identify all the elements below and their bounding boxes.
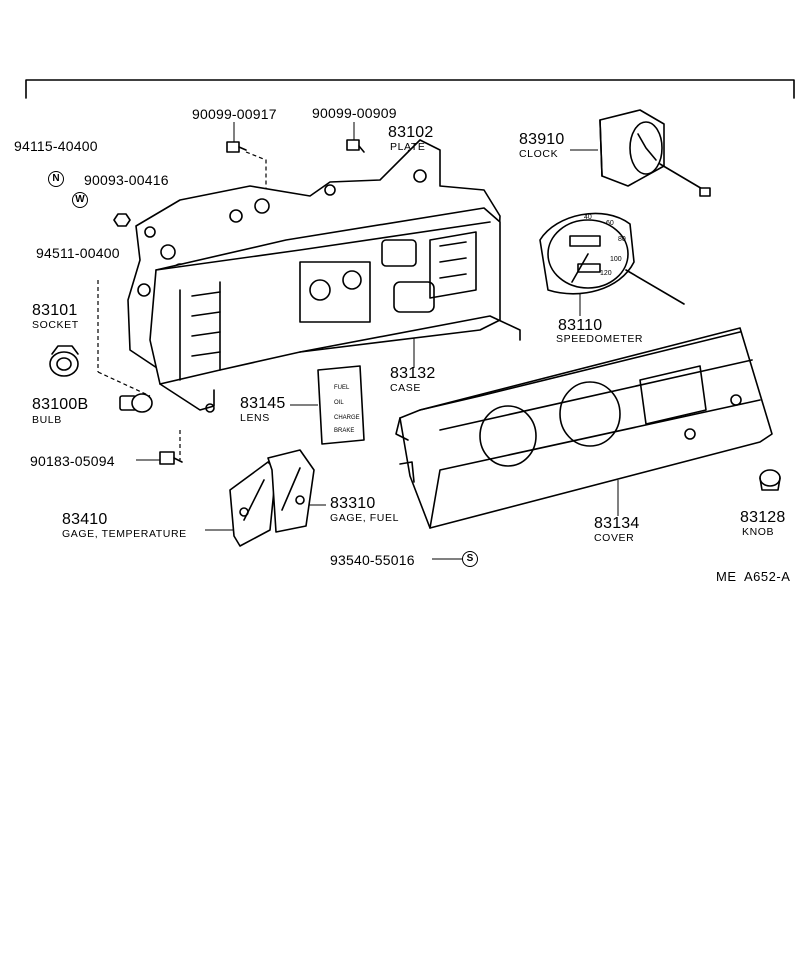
- speedo-mark-40: 40: [584, 214, 592, 221]
- lens-text-oil: OIL: [334, 400, 344, 406]
- part-number-83102: 83102: [388, 124, 434, 141]
- part-number-83110: 83110: [558, 317, 603, 334]
- part-name-plate: PLATE: [390, 141, 426, 153]
- lens-text-fuel: FUEL: [334, 385, 350, 391]
- leader-dashed-bulb: [97, 371, 151, 397]
- speedo-mark-60: 60: [606, 220, 614, 227]
- part-name-case: CASE: [390, 382, 421, 394]
- part-name-knob: KNOB: [742, 526, 775, 538]
- part-number-83128: 83128: [740, 509, 786, 526]
- part-name-speedometer: SPEEDOMETER: [556, 333, 644, 345]
- speedo-mark-80: 80: [618, 236, 626, 243]
- cover-83134: [395, 327, 773, 529]
- speedometer-83110: [539, 212, 685, 305]
- part-number-94511-00400: 94511-00400: [36, 245, 120, 261]
- part-name-socket: SOCKET: [32, 319, 79, 331]
- lens-text-brake: BRAKE: [334, 428, 355, 434]
- speedo-mark-120: 120: [600, 270, 612, 277]
- gage-temperature-83410: [229, 461, 277, 547]
- part-number-83134: 83134: [594, 515, 640, 532]
- part-number-94115-40400: 94115-40400: [14, 138, 98, 154]
- mark-w: W: [72, 192, 88, 208]
- part-number-83101: 83101: [32, 302, 78, 319]
- screw-90099-00909: [346, 139, 365, 153]
- gage-fuel-83310: [267, 449, 315, 533]
- mark-n: N: [48, 171, 64, 187]
- diagram-code: ME A652-A: [716, 569, 791, 584]
- mark-s: S: [462, 551, 478, 567]
- group-bracket: [25, 79, 795, 99]
- part-number-83145: 83145: [240, 395, 286, 412]
- part-number-83410: 83410: [62, 511, 108, 528]
- nut-90093-00416: [113, 213, 131, 227]
- part-number-90099-00909: 90099-00909: [312, 105, 397, 121]
- speedo-mark-100: 100: [610, 256, 622, 263]
- lens-83145: [317, 365, 365, 445]
- part-number-93540-55016: 93540-55016: [330, 552, 415, 568]
- screw-90099-00917: [226, 141, 247, 153]
- bulb-83100b: [119, 393, 153, 413]
- part-name-cover: COVER: [594, 532, 635, 544]
- clock-83910: [599, 109, 711, 197]
- part-number-83910: 83910: [519, 131, 565, 148]
- part-number-90183-05094: 90183-05094: [30, 453, 115, 469]
- knob-83128: [759, 469, 781, 491]
- screw-90183-05094: [159, 451, 183, 465]
- lens-text-charge: CHARGE: [334, 415, 360, 421]
- part-number-90093-00416: 90093-00416: [84, 172, 169, 188]
- leader-dashed-plate: [245, 151, 267, 190]
- part-name-clock: CLOCK: [519, 148, 559, 160]
- part-name-gage-fuel: GAGE, FUEL: [330, 512, 400, 524]
- part-number-90099-00917: 90099-00917: [192, 106, 277, 122]
- part-name-bulb: BULB: [32, 414, 62, 426]
- part-name-gage-temperature: GAGE, TEMPERATURE: [62, 528, 187, 540]
- case-83132: [149, 207, 521, 413]
- part-name-lens: LENS: [240, 412, 270, 424]
- part-number-83100b: 83100B: [32, 396, 89, 413]
- part-number-83310: 83310: [330, 495, 376, 512]
- part-number-83132: 83132: [390, 365, 436, 382]
- socket-83101: [49, 345, 79, 377]
